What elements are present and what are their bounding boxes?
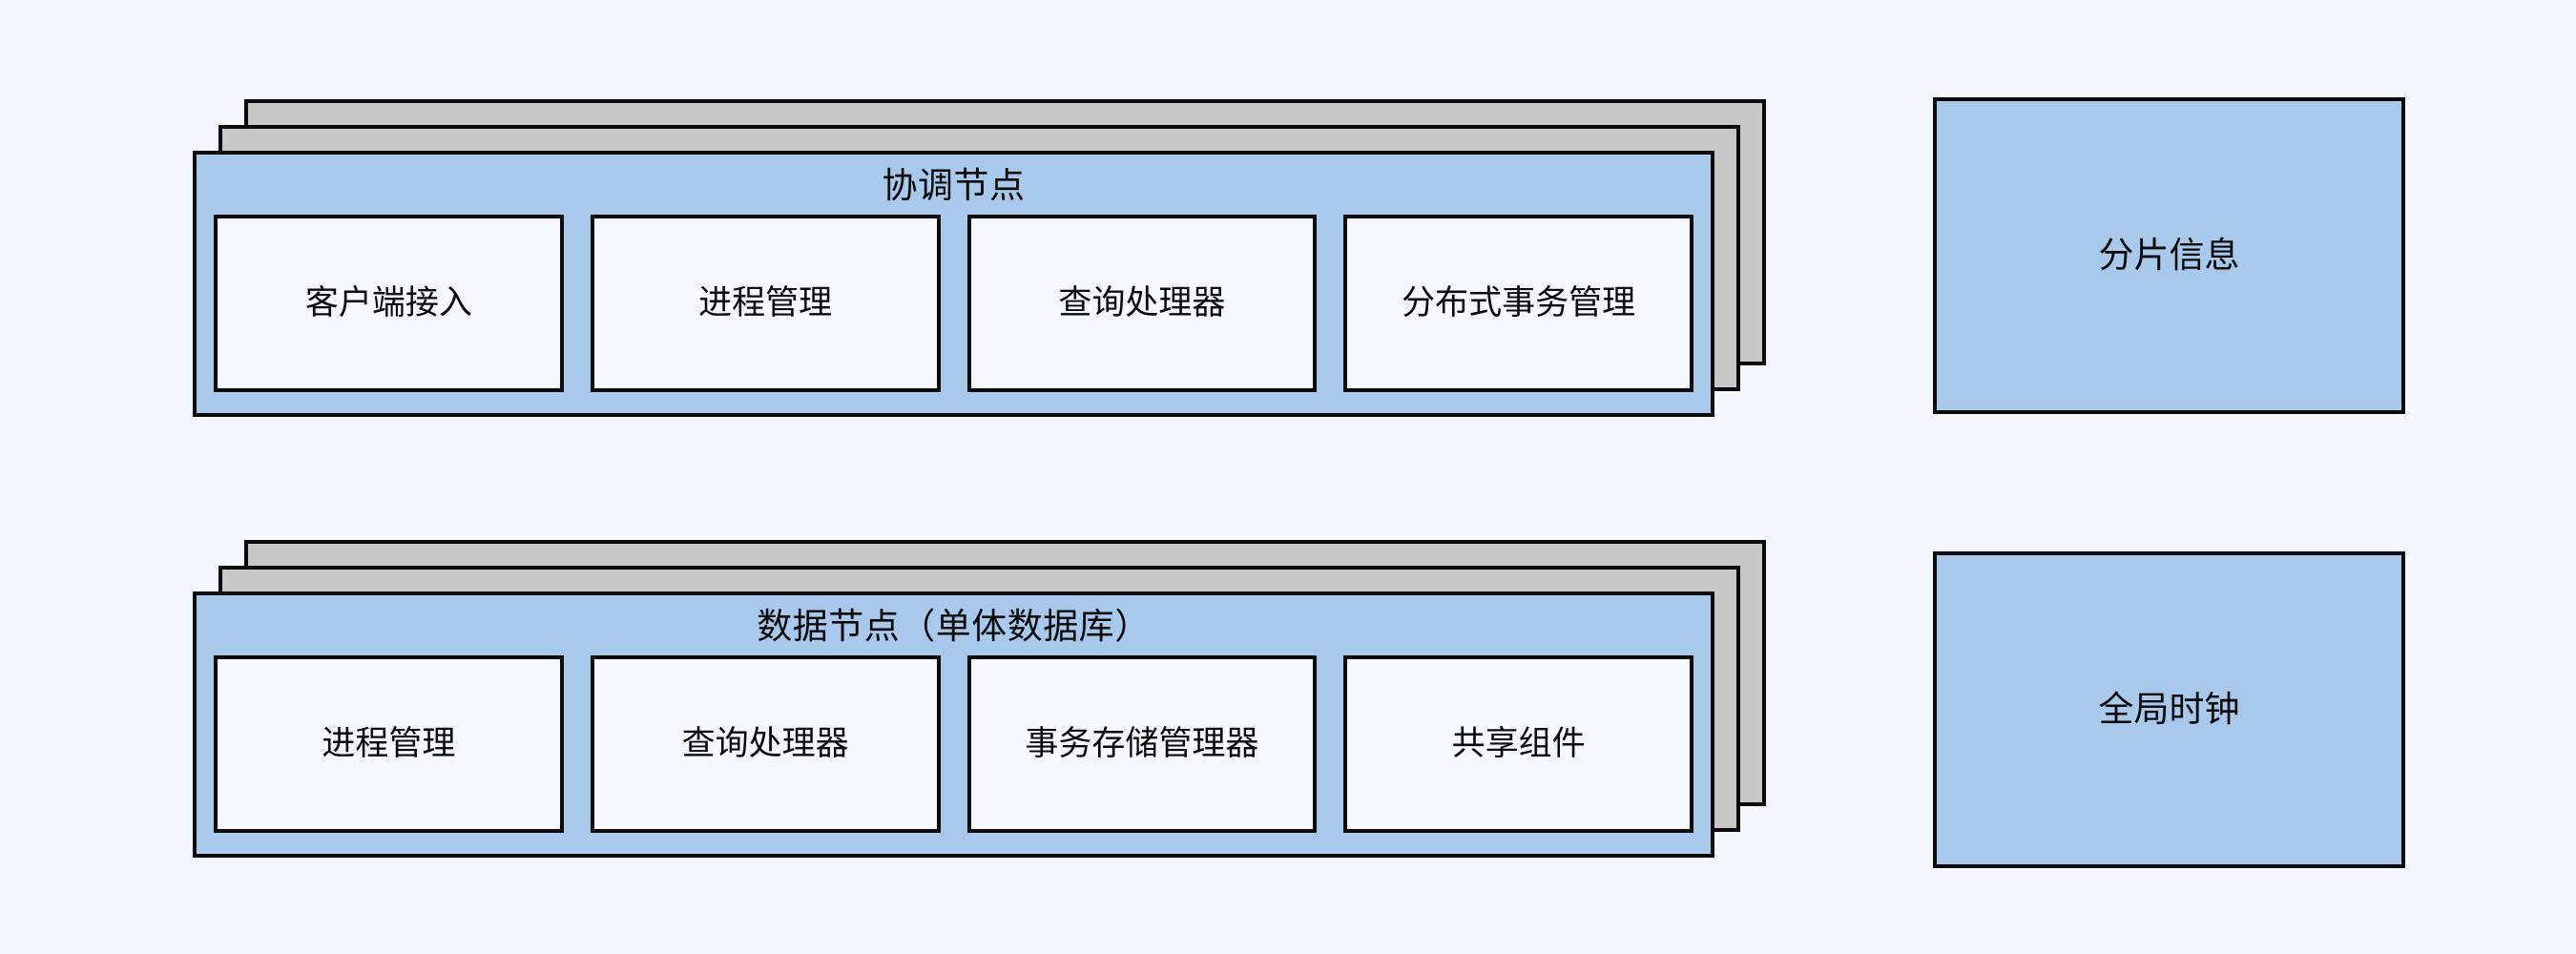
data-node-title: 数据节点（单体数据库） <box>757 607 1151 646</box>
global-clock-box[interactable]: 全局时钟 <box>1933 551 2405 868</box>
data-node-card[interactable]: 数据节点（单体数据库） 进程管理 查询处理器 事务存储管理器 共享组件 <box>193 591 1714 858</box>
data-node-stack: 数据节点（单体数据库） 进程管理 查询处理器 事务存储管理器 共享组件 <box>193 540 1767 864</box>
component-distributed-transaction-management[interactable]: 分布式事务管理 <box>1343 215 1693 392</box>
coordinator-node-stack: 协调节点 客户端接入 进程管理 查询处理器 分布式事务管理 <box>193 99 1767 424</box>
component-client-access[interactable]: 客户端接入 <box>214 215 564 392</box>
coordinator-component-row: 客户端接入 进程管理 查询处理器 分布式事务管理 <box>197 215 1711 413</box>
component-query-processor[interactable]: 查询处理器 <box>590 655 941 833</box>
shard-info-box[interactable]: 分片信息 <box>1933 97 2405 414</box>
data-node-component-row: 进程管理 查询处理器 事务存储管理器 共享组件 <box>197 655 1711 854</box>
component-transaction-storage-manager[interactable]: 事务存储管理器 <box>966 655 1318 833</box>
coordinator-node-card[interactable]: 协调节点 客户端接入 进程管理 查询处理器 分布式事务管理 <box>193 151 1714 417</box>
component-shared-components[interactable]: 共享组件 <box>1343 655 1693 833</box>
component-process-management[interactable]: 进程管理 <box>214 655 564 833</box>
component-process-management[interactable]: 进程管理 <box>590 215 941 392</box>
component-query-processor[interactable]: 查询处理器 <box>966 215 1318 392</box>
coordinator-node-title: 协调节点 <box>882 166 1026 205</box>
